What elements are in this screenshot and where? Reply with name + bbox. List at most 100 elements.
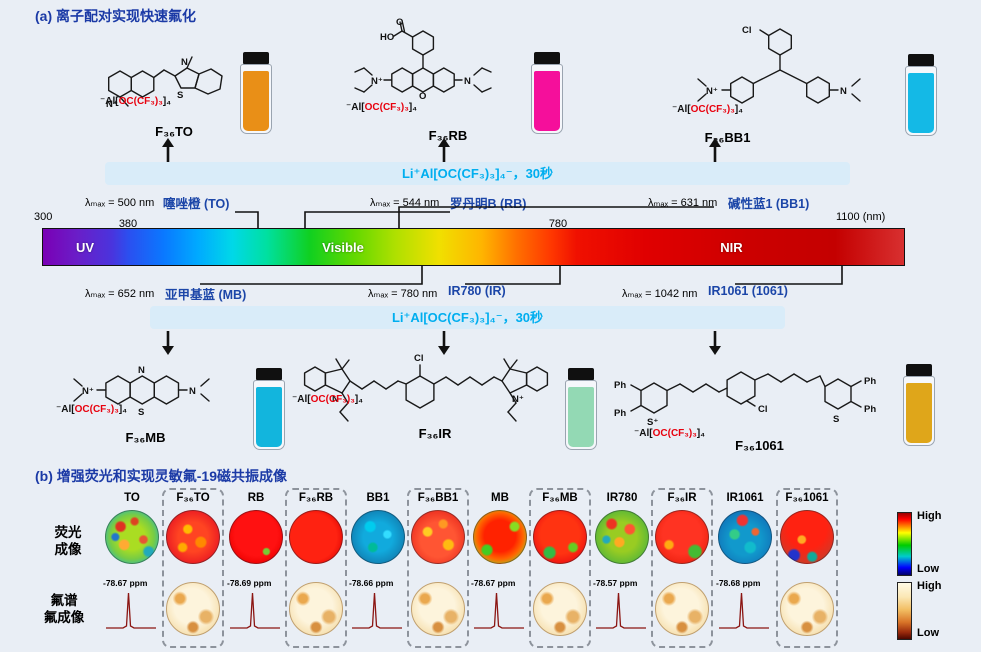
lambda-max-to: λₘₐₓ = 500 nm: [85, 197, 155, 209]
colorbar-high-label: High: [917, 510, 942, 522]
fluorescence-image: [351, 510, 405, 564]
mb-n-ring-label: N: [138, 365, 145, 376]
counterion-label-rb: ⁻Al[OC(CF₃)₃]₄: [346, 102, 417, 113]
imaging-column-f36ir: F₃₆IR: [652, 492, 712, 636]
f19-nmr-spectrum: -78.66 ppm: [349, 578, 407, 637]
vial-f36bb1: [904, 54, 938, 136]
wavelength-spectrum-bar: [42, 228, 905, 266]
vial-cap: [906, 364, 932, 376]
column-header: RB: [247, 492, 265, 504]
d1061-s-plus-label: S⁺: [647, 417, 658, 428]
vial-cap: [256, 368, 282, 380]
imaging-column-f36rb: F₃₆RB: [286, 492, 346, 636]
vial-liquid: [256, 387, 282, 447]
fluorescence-image: [655, 510, 709, 564]
column-header: MB: [491, 492, 509, 504]
vial-glass: [565, 380, 597, 450]
rb-o-ring-label: O: [419, 91, 426, 102]
reaction-banner-bottom: Li⁺Al[OC(CF₃)₃]₄⁻，30秒: [150, 306, 785, 329]
counterion-pre: ⁻Al[: [56, 404, 75, 415]
mb-bonds: [73, 375, 210, 405]
to-n-plus-label: N⁺: [106, 99, 118, 110]
row-label-line: 成像: [54, 542, 82, 557]
imaging-column-to: TO -78.67 ppm: [102, 492, 162, 637]
to-s-label: S: [177, 90, 183, 101]
imaging-column-ir1061: IR1061 -78.68 ppm: [715, 492, 775, 637]
f19-mri-image: [533, 582, 587, 636]
mb-n-label: N: [189, 386, 196, 397]
colorbar-high-label: High: [917, 580, 942, 592]
counterion-highlight: OC(CF₃)₃: [364, 102, 409, 113]
nmr-peak: [474, 592, 524, 629]
ppm-label: -78.69 ppm: [227, 578, 272, 588]
structure-f36to: N⁺ N S: [106, 56, 223, 110]
imaging-column-f36bb1: F₃₆BB1: [408, 492, 468, 636]
connector-ir: [465, 266, 561, 285]
nmr-peak: [596, 592, 646, 629]
product-label-f36rb: F₃₆RB: [428, 128, 468, 143]
ir-bonds: [303, 358, 549, 422]
product-label-f361061: F₃₆1061: [735, 438, 784, 453]
counterion-post: ]₄: [354, 394, 363, 405]
dashed-box-f36ir: [651, 488, 713, 648]
counterion-label-to: ⁻Al[OC(CF₃)₃]₄: [100, 96, 171, 107]
ppm-label: -78.57 ppm: [593, 578, 638, 588]
d1061-ph4-label: Ph: [864, 404, 876, 415]
rb-n-label: N: [464, 76, 471, 87]
column-header: F₃₆1061: [785, 492, 829, 504]
structure-f36rb: HO O O N⁺ N: [354, 18, 492, 102]
column-header: F₃₆BB1: [417, 492, 459, 504]
dye-name-ir780: IR780 (IR): [448, 284, 506, 298]
bb1-n-plus-label: N⁺: [706, 86, 718, 97]
counterion-pre: ⁻Al[: [100, 96, 119, 107]
d1061-cl-label: Cl: [758, 404, 768, 415]
counterion-label-bb1: ⁻Al[OC(CF₃)₃]₄: [672, 104, 743, 115]
structure-f36bb1: Cl N⁺ N: [697, 25, 861, 104]
lambda-max-rb: λₘₐₓ = 544 nm: [370, 197, 440, 209]
ppm-label: -78.67 ppm: [471, 578, 516, 588]
down-arrow-icon: [709, 331, 721, 355]
vial-liquid: [906, 383, 932, 443]
product-label-f36ir: F₃₆IR: [418, 426, 452, 441]
vial-glass: [253, 380, 285, 450]
dashed-box-f36bb1: [407, 488, 469, 648]
column-header: IR1061: [726, 492, 764, 504]
column-header: TO: [124, 492, 140, 504]
fluorescence-image: [473, 510, 527, 564]
rb-ho-label: HO: [380, 32, 394, 43]
imaging-column-f36to: F₃₆TO: [163, 492, 223, 636]
to-bonds: [108, 56, 223, 107]
spectrum-region-nir: NIR: [720, 240, 743, 255]
vial-cap: [908, 54, 934, 66]
dashed-box-f36to: [162, 488, 224, 648]
spectrum-region-uv: UV: [75, 240, 95, 255]
imaging-column-f361061: F₃₆1061: [777, 492, 837, 636]
imaging-column-rb: RB -78.69 ppm: [226, 492, 286, 637]
vial-liquid: [568, 387, 594, 447]
tick-300nm: 300: [34, 211, 53, 223]
counterion-post: ]₄: [408, 102, 417, 113]
counterion-post: ]₄: [118, 404, 127, 415]
vial-glass: [905, 66, 937, 136]
vial-cap: [568, 368, 594, 380]
panel-a-title: (a) 离子配对实现快速氟化: [35, 8, 196, 24]
down-arrow-icon: [162, 331, 174, 355]
vial-cap: [534, 52, 560, 64]
imaging-column-ir780: IR780 -78.57 ppm: [592, 492, 652, 637]
counterion-pre: ⁻Al[: [346, 102, 365, 113]
vial-f36to: [239, 52, 273, 134]
row-label-line: 氟成像: [43, 610, 85, 625]
counterion-highlight: OC(CF₃)₃: [74, 404, 119, 415]
vial-f361061: [902, 364, 936, 446]
counterion-pre: ⁻Al[: [292, 394, 311, 405]
nmr-peak: [230, 592, 280, 629]
fluorescence-image: [289, 510, 343, 564]
tick-1100nm: 1100 (nm): [836, 211, 886, 223]
fluorescence-image: [105, 510, 159, 564]
counterion-post: ]₄: [162, 96, 171, 107]
counterion-highlight: OC(CF₃)₃: [690, 104, 735, 115]
counterion-pre: ⁻Al[: [672, 104, 691, 115]
dye-name-to: 噻唑橙 (TO): [163, 197, 230, 211]
f19-mri-image: [166, 582, 220, 636]
structure-f36ir: Cl N N⁺: [303, 353, 549, 422]
